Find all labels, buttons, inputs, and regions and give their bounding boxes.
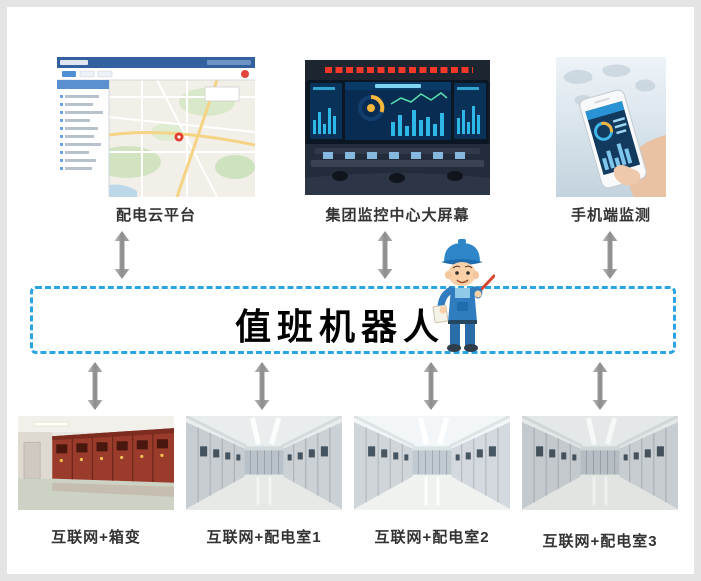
bidirectional-arrow-top-1 — [114, 231, 130, 279]
bidirectional-arrow-top-2 — [377, 231, 393, 279]
switchgear-room-illustration — [354, 416, 510, 510]
red-cabinets-illustration — [18, 416, 174, 510]
distribution-room-3-photo — [522, 416, 678, 510]
label-distribution-room-2: 互联网+配电室2 — [374, 529, 490, 546]
bidirectional-arrow-top-3 — [602, 231, 618, 279]
distribution-room-1-photo — [186, 416, 342, 510]
bidirectional-arrow-bottom-4 — [592, 362, 608, 410]
mobile-phone-photo — [556, 57, 666, 197]
label-cloud-platform: 配电云平台 — [115, 207, 196, 224]
label-distribution-room-1: 互联网+配电室1 — [206, 529, 322, 546]
label-control-center: 集团监控中心大屏幕 — [325, 207, 470, 224]
map-screenshot — [57, 57, 255, 197]
hand-holding-phone-illustration — [556, 57, 666, 197]
switchgear-room-illustration — [186, 416, 342, 510]
label-box-transformer: 互联网+箱变 — [51, 529, 141, 546]
bidirectional-arrow-bottom-2 — [254, 362, 270, 410]
switchgear-room-illustration — [522, 416, 678, 510]
control-center-illustration — [305, 60, 490, 195]
duty-robot-box — [30, 286, 676, 354]
gis-map-illustration — [57, 57, 255, 197]
distribution-room-2-photo — [354, 416, 510, 510]
worker-mascot-illustration — [431, 236, 495, 354]
control-center-photo — [305, 60, 490, 195]
bidirectional-arrow-bottom-3 — [423, 362, 439, 410]
box-transformer-photo — [18, 416, 174, 510]
label-mobile-monitoring: 手机端监测 — [570, 207, 651, 224]
duty-robot-title: 值班机器人 — [234, 306, 445, 347]
label-distribution-room-3: 互联网+配电室3 — [542, 533, 658, 550]
bidirectional-arrow-bottom-1 — [87, 362, 103, 410]
